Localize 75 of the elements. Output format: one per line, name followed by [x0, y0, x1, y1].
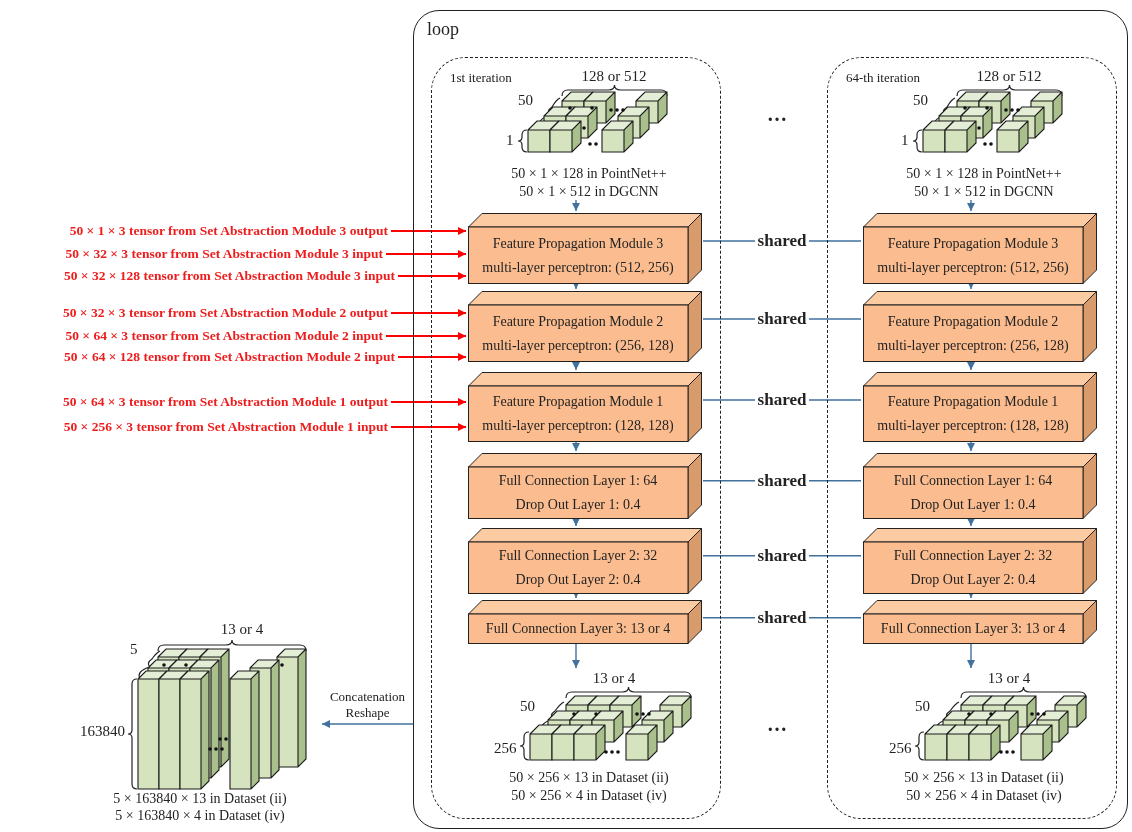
arrow — [397, 353, 467, 361]
layer-text: Full Connection Layer 2: 32 — [498, 548, 658, 564]
layer-text: Drop Out Layer 2: 0.4 — [910, 572, 1036, 588]
dimension-label: 256 — [494, 740, 517, 757]
arrow — [390, 227, 467, 235]
caption-text: 5 × 163840 × 4 in Dataset (iv) — [114, 808, 286, 824]
dimension-label: 13 or 4 — [987, 670, 1031, 687]
dimension-label: 1 — [506, 132, 514, 149]
frame-title: 64-th iteration — [846, 70, 920, 86]
caption-text: 5 × 163840 × 13 in Dataset (ii) — [112, 791, 288, 807]
arrow — [397, 272, 467, 280]
layer-text: Feature Propagation Module 1 — [492, 394, 664, 410]
arrow — [390, 398, 467, 406]
arrow — [390, 309, 467, 317]
layer-text: multi-layer perceptron: (128, 128) — [877, 418, 1069, 434]
frame-title: 1st iteration — [450, 70, 512, 86]
layer-text: multi-layer perceptron: (128, 128) — [482, 418, 674, 434]
loop-frame — [413, 10, 1128, 829]
caption-text: 50 × 1 × 128 in PointNet++ — [905, 166, 1063, 182]
dimension-label: 50 — [520, 698, 535, 715]
edge-label: Concatenation Reshape — [328, 689, 407, 721]
dimension-label: 256 — [889, 740, 912, 757]
layer-text: multi-layer perceptron: (512, 256) — [877, 259, 1069, 276]
dimension-label: 50 — [913, 92, 928, 109]
layer-text: Feature Propagation Module 2 — [887, 313, 1059, 330]
dimension-label: 5 — [130, 641, 138, 658]
dimension-label: 128 or 512 — [581, 68, 647, 85]
caption-text: 50 × 256 × 4 in Dataset (iv) — [510, 788, 668, 804]
caption-text: 50 × 256 × 4 in Dataset (iv) — [905, 788, 1063, 804]
arrow — [572, 199, 580, 212]
arrow — [390, 423, 467, 431]
input-tensor-label: 50 × 32 × 3 tensor from Set Abstraction Module 2 output — [63, 303, 388, 323]
layer-text: Drop Out Layer 1: 0.4 — [910, 497, 1036, 513]
caption-text: 50 × 256 × 13 in Dataset (ii) — [508, 770, 670, 786]
dimension-label: 50 — [915, 698, 930, 715]
caption-text: 50 × 1 × 512 in DGCNN — [913, 184, 1055, 200]
iteration-frame — [431, 57, 721, 819]
layer-text: Full Connection Layer 2: 32 — [893, 548, 1053, 564]
iteration-frame — [827, 57, 1117, 819]
input-tensor-label: 50 × 64 × 128 tensor from Set Abstraction Module 2 input — [64, 347, 395, 367]
layer-text: Feature Propagation Module 2 — [492, 313, 664, 330]
arrow — [385, 250, 467, 258]
layer-text: Feature Propagation Module 3 — [887, 235, 1059, 252]
layer-text: Full Connection Layer 1: 64 — [893, 473, 1053, 489]
layer-text: Full Connection Layer 3: 13 or 4 — [485, 621, 671, 637]
input-tensor-label: 50 × 32 × 3 tensor from Set Abstraction Module 3 input — [65, 244, 383, 264]
layer-text: Feature Propagation Module 1 — [887, 394, 1059, 410]
dimension-label: 1 — [901, 132, 909, 149]
layer-text: multi-layer perceptron: (256, 128) — [482, 337, 674, 354]
dimension-label: 163840 — [80, 723, 125, 740]
layer-text: Drop Out Layer 1: 0.4 — [515, 497, 641, 513]
input-tensor-label: 50 × 32 × 128 tensor from Set Abstraction Module 3 input — [64, 266, 395, 286]
layer-text: multi-layer perceptron: (256, 128) — [877, 337, 1069, 354]
caption-text: 50 × 1 × 128 in PointNet++ — [510, 166, 668, 182]
input-tensor-label: 50 × 1 × 3 tensor from Set Abstraction Module 3 output — [69, 221, 388, 241]
caption-text: 50 × 1 × 512 in DGCNN — [518, 184, 660, 200]
layer-text: multi-layer perceptron: (512, 256) — [482, 259, 674, 276]
layer-text: Drop Out Layer 2: 0.4 — [515, 572, 641, 588]
dimension-label: 13 or 4 — [592, 670, 636, 687]
dimension-label: 50 — [518, 92, 533, 109]
dimension-label: 128 or 512 — [976, 68, 1042, 85]
layer-text: Feature Propagation Module 3 — [492, 235, 664, 252]
arrow — [385, 332, 467, 340]
layer-text: Full Connection Layer 1: 64 — [498, 473, 658, 489]
ellipsis-text: … — [767, 713, 787, 736]
arrow — [967, 199, 975, 212]
arrow — [321, 720, 414, 728]
ellipsis-text: … — [767, 103, 787, 126]
input-tensor-label: 50 × 64 × 3 tensor from Set Abstraction Module 2 input — [65, 326, 383, 346]
dimension-label: 13 or 4 — [220, 621, 264, 638]
input-tensor-label: 50 × 64 × 3 tensor from Set Abstraction Module 1 output — [63, 392, 388, 412]
input-tensor-label: 50 × 256 × 3 tensor from Set Abstraction Module 1 input — [63, 417, 388, 437]
layer-text: Full Connection Layer 3: 13 or 4 — [880, 621, 1066, 637]
frame-title: loop — [427, 19, 459, 40]
caption-text: 50 × 256 × 13 in Dataset (ii) — [903, 770, 1065, 786]
